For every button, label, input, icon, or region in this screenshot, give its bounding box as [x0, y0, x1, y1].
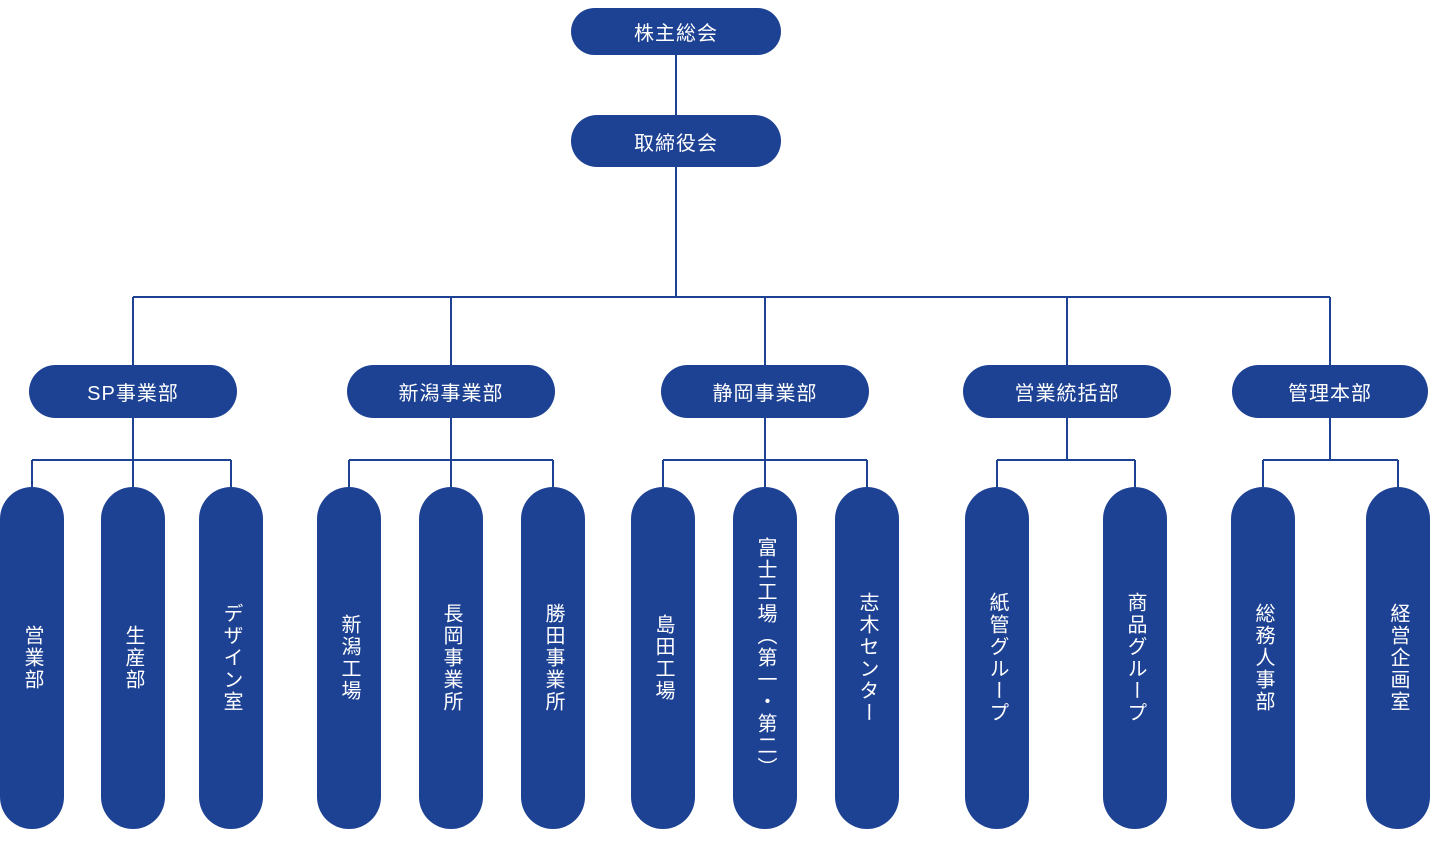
node-design-office: デザイン室: [199, 487, 263, 829]
node-division-admin-hq: 管理本部: [1232, 365, 1428, 418]
node-shimada-plant: 島田工場: [631, 487, 695, 829]
node-label: 経営企画室: [1387, 603, 1409, 713]
node-shareholders-meeting: 株主総会: [571, 8, 781, 55]
node-shiki-center: 志木センター: [835, 487, 899, 829]
node-division-niigata: 新潟事業部: [347, 365, 555, 418]
node-label: 新潟工場: [338, 614, 360, 702]
node-corporate-planning-office: 経営企画室: [1366, 487, 1430, 829]
node-label: デザイン室: [220, 603, 242, 713]
node-niigata-plant: 新潟工場: [317, 487, 381, 829]
node-label: 紙管グループ: [986, 592, 1008, 724]
node-label: 志木センター: [856, 592, 878, 724]
node-production-dept: 生産部: [101, 487, 165, 829]
node-division-sales-supervision: 営業統括部: [963, 365, 1171, 418]
node-label: 勝田事業所: [542, 603, 564, 713]
node-paper-tube-group: 紙管グループ: [965, 487, 1029, 829]
node-label: 富士工場（第一・第二）: [754, 537, 776, 779]
node-sales-dept: 営業部: [0, 487, 64, 829]
node-division-shizuoka: 静岡事業部: [661, 365, 869, 418]
node-board-of-directors: 取締役会: [571, 115, 781, 167]
node-label: 島田工場: [652, 614, 674, 702]
node-label: 長岡事業所: [440, 603, 462, 713]
node-label: 生産部: [122, 625, 144, 691]
node-katsuta-office: 勝田事業所: [521, 487, 585, 829]
node-product-group: 商品グループ: [1103, 487, 1167, 829]
node-label: 商品グループ: [1124, 592, 1146, 724]
node-nagaoka-office: 長岡事業所: [419, 487, 483, 829]
node-fuji-plant: 富士工場（第一・第二）: [733, 487, 797, 829]
node-division-sp: SP事業部: [29, 365, 237, 418]
node-general-affairs-hr-dept: 総務人事部: [1231, 487, 1295, 829]
node-label: 総務人事部: [1252, 603, 1274, 713]
node-label: 営業部: [21, 625, 43, 691]
